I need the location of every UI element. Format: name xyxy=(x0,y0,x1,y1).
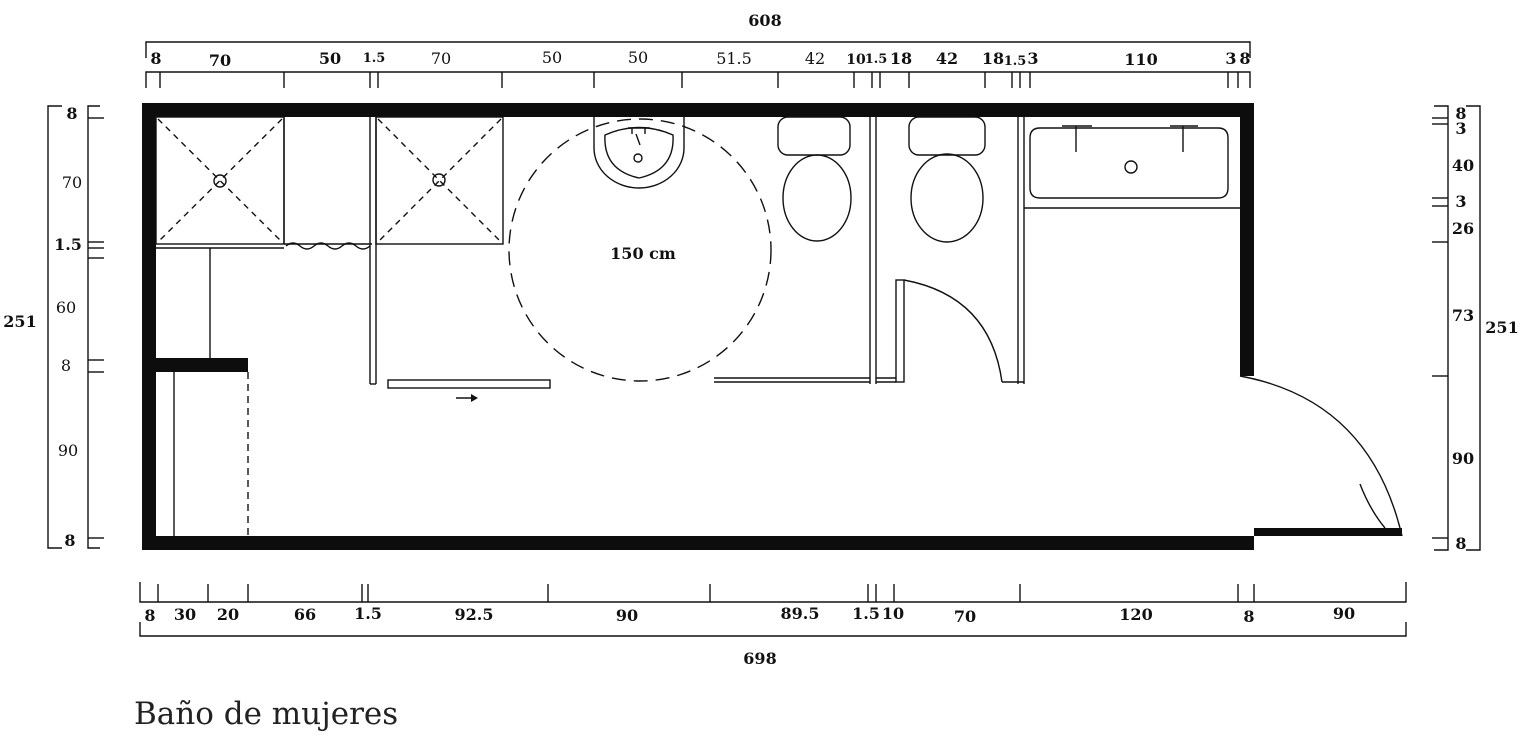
plan-caption: Baño de mujeres xyxy=(134,696,399,732)
dim-bottom-seg: 1.5 xyxy=(354,604,382,623)
wall-right xyxy=(1240,103,1254,376)
dim-top-seg: 50 xyxy=(628,48,648,67)
dim-bottom-seg: 90 xyxy=(1333,604,1355,623)
dim-top-seg: 3 xyxy=(1225,49,1236,68)
dim-left-seg: 8 xyxy=(61,356,71,375)
dim-top-seg: 1.5 xyxy=(865,52,888,67)
turning-circle xyxy=(508,118,772,382)
washbasin xyxy=(593,117,685,189)
drain-icon-2 xyxy=(432,173,446,187)
dim-right-seg: 90 xyxy=(1452,449,1474,468)
dim-bottom-seg: 10 xyxy=(882,604,904,623)
wall-door-stop xyxy=(1254,528,1402,536)
dim-top-seg: 3 xyxy=(1027,49,1038,68)
toilet-2 xyxy=(908,116,986,243)
dim-top-seg: 50 xyxy=(542,48,562,67)
shower-right xyxy=(375,116,504,245)
dim-top-seg: 70 xyxy=(209,51,231,70)
stall-door xyxy=(895,279,1003,383)
dim-bottom-seg: 120 xyxy=(1119,605,1152,624)
turning-circle-label: 150 cm xyxy=(610,244,676,263)
dim-bottom-seg: 70 xyxy=(954,607,976,626)
dim-top-seg: 1.5 xyxy=(1004,54,1027,69)
floor-plan: 150 cm xyxy=(3,11,1518,668)
sliding-door xyxy=(387,379,551,402)
dim-left-segments: 8 70 1.5 60 8 90 8 xyxy=(54,104,82,550)
dim-top-seg: 18 xyxy=(982,49,1004,68)
vanity xyxy=(1024,125,1240,209)
dim-left-seg: 90 xyxy=(58,441,78,460)
dim-left-seg: 70 xyxy=(62,173,82,192)
partition-left xyxy=(369,117,377,385)
dim-bottom-total: 698 xyxy=(743,649,776,668)
dim-bottom-seg: 89.5 xyxy=(781,604,820,623)
dim-top-segments: 8 70 50 1.5 70 50 50 51.5 42 10 1.5 18 4… xyxy=(150,48,1250,70)
dim-left-total: 251 xyxy=(3,312,36,331)
stall-partitions xyxy=(714,117,1025,384)
toilet-1 xyxy=(777,116,852,242)
dim-right-seg: 3 xyxy=(1455,119,1466,138)
dim-bottom-seg: 92.5 xyxy=(455,605,494,624)
dim-top-seg: 42 xyxy=(805,49,825,68)
dim-bottom-seg: 66 xyxy=(294,605,316,624)
dim-top-seg: 110 xyxy=(1124,50,1157,69)
dim-bottom-seg: 30 xyxy=(174,605,196,624)
dim-bottom-seg: 8 xyxy=(1243,607,1254,626)
dim-right-total: 251 xyxy=(1485,318,1518,337)
dim-top-seg: 8 xyxy=(150,49,161,68)
dim-top-seg: 8 xyxy=(1239,49,1250,68)
dim-right-seg: 8 xyxy=(1455,534,1466,553)
dimension-lines xyxy=(47,41,1481,637)
dim-top-seg: 50 xyxy=(319,49,341,68)
left-niche xyxy=(173,248,249,536)
dim-top-seg: 42 xyxy=(936,49,958,68)
dim-bottom-segments: 8 30 20 66 1.5 92.5 90 89.5 1.5 10 70 12… xyxy=(144,604,1355,626)
dim-right-segments: 8 3 40 3 26 73 90 8 xyxy=(1452,104,1474,553)
dim-left-seg: 1.5 xyxy=(54,235,82,254)
walls xyxy=(142,103,1402,550)
wall-top xyxy=(142,103,1254,117)
dim-right-seg: 26 xyxy=(1452,219,1474,238)
wall-bottom xyxy=(142,536,1254,550)
dim-bottom-seg: 20 xyxy=(217,605,239,624)
entry-door xyxy=(1239,375,1403,537)
shower-left xyxy=(155,116,285,249)
dim-top-total: 608 xyxy=(748,11,781,30)
dim-bottom-seg: 1.5 xyxy=(852,604,880,623)
arrow-right-icon xyxy=(471,394,478,402)
dim-top-seg: 18 xyxy=(890,49,912,68)
dim-bottom-seg: 8 xyxy=(144,606,155,625)
dim-right-seg: 8 xyxy=(1455,104,1466,123)
shower-curtain xyxy=(283,117,372,250)
dim-top-seg: 1.5 xyxy=(363,51,386,66)
wall-left xyxy=(142,103,156,550)
wall-partition-stub xyxy=(142,358,248,372)
dim-top-seg: 51.5 xyxy=(716,49,752,68)
dim-top-seg: 10 xyxy=(846,52,866,68)
drain-icon xyxy=(213,174,227,188)
dim-right-seg: 3 xyxy=(1455,192,1466,211)
dim-left-seg: 8 xyxy=(64,531,75,550)
dim-bottom-seg: 90 xyxy=(616,606,638,625)
dim-top-seg: 70 xyxy=(431,49,451,68)
dimension-ticks xyxy=(88,72,1448,602)
dim-left-seg: 8 xyxy=(66,104,77,123)
dim-right-seg: 73 xyxy=(1452,306,1474,325)
dim-right-seg: 40 xyxy=(1452,156,1474,175)
dim-left-seg: 60 xyxy=(56,298,76,317)
